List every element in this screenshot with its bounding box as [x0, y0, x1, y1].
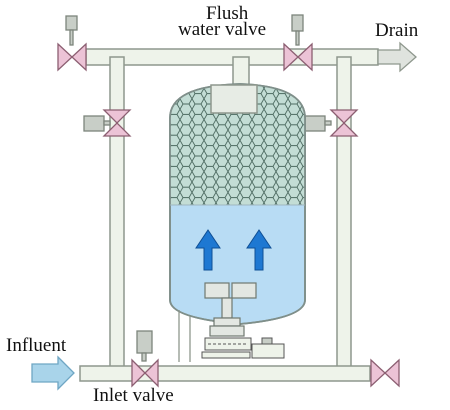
right-pipe [336, 56, 352, 376]
influent-label: Influent [6, 335, 67, 356]
right-rinse-valve [304, 109, 359, 137]
left-backwash-valve [83, 109, 132, 137]
vessel-outlet [210, 84, 258, 114]
drain-label: Drain [375, 20, 419, 41]
upflow-arrow-right [246, 229, 272, 271]
left-pipe [109, 56, 125, 376]
inlet-valve-label: Inlet valve [93, 385, 174, 406]
distributor [201, 337, 285, 359]
flush-valve-label-line1: Flush [206, 3, 249, 24]
top-left-valve [57, 15, 87, 72]
vessel-inlet-pipe [178, 310, 191, 362]
bottom-pipe [79, 365, 371, 382]
flush-water-valve [283, 14, 313, 72]
top-pipe [85, 48, 379, 66]
upflow-arrow-left [195, 229, 221, 271]
upflow-arrows [195, 229, 272, 271]
internal-pump [204, 282, 257, 337]
bottom-drain-valve [370, 358, 400, 388]
vessel-top-pipe [232, 56, 250, 88]
inlet-valve [131, 330, 159, 388]
drain-arrow [377, 41, 417, 73]
influent-arrow [31, 355, 75, 391]
flush-valve-label-line2: water valve [178, 19, 267, 40]
